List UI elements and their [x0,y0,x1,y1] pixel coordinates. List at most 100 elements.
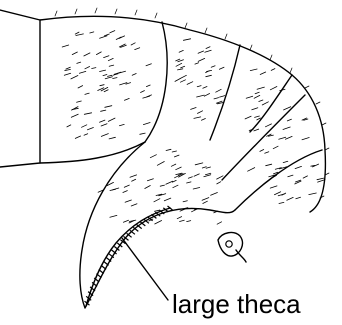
seta-mark [100,120,105,122]
seta-mark [113,78,117,79]
seta-mark [178,69,183,70]
seta-mark [254,95,260,98]
seta-mark [179,50,183,52]
seta-mark [110,215,117,217]
seta-mark [141,91,145,93]
seta-mark [259,100,263,102]
seta-mark [271,69,275,71]
seta-mark [146,64,151,66]
seta-mark [254,129,259,131]
segment-1-outline [0,10,40,167]
seta-mark [103,75,107,76]
seta-mark [217,222,222,224]
seta-mark [77,62,81,63]
seta-mark [79,71,85,73]
seta-mark [219,67,224,69]
seta-mark [204,94,209,97]
seta-mark [245,116,251,119]
seta-mark [181,66,185,68]
seta-mark [72,52,77,55]
seta-mark [177,217,181,219]
seta-mark [100,70,106,71]
seta-mark [183,201,187,202]
seta-mark [105,106,112,108]
seta-mark [147,179,153,181]
seta-mark [75,32,79,34]
seta-mark [105,77,112,79]
seta-mark [194,174,199,176]
seta-mark [166,149,171,150]
seta-mark [188,177,192,178]
seta-mark [175,79,180,82]
seta-mark [202,198,209,201]
seta-mark [125,200,131,202]
seta-mark [303,176,307,178]
seta-mark [273,146,278,149]
seta-mark [154,199,160,202]
seta-mark [166,181,173,184]
seta-mark [214,98,219,99]
seta-mark [64,73,70,75]
seta-mark [220,96,225,98]
seta-mark [203,87,207,89]
seta-mark [180,220,185,221]
setae-texture [62,31,325,225]
seta-mark [173,185,178,188]
seta-mark [202,167,206,168]
seta-mark [274,192,280,195]
seta-mark [140,133,145,134]
seta-mark [206,167,210,168]
seta-mark [206,47,210,49]
seta-mark [132,74,136,76]
seta-mark [217,182,221,184]
seta-mark [198,111,203,114]
seta-mark [145,186,151,189]
seta-mark [279,137,286,139]
seta-mark [206,75,212,76]
segment-boundary-4 [250,75,292,132]
seta-mark [288,175,293,177]
seta-mark [157,162,164,166]
label-leader-line [122,238,168,300]
seta-mark [160,185,164,186]
seta-mark [204,175,211,177]
seta-mark [124,185,129,187]
hair-mark [75,9,77,14]
seta-mark [84,134,88,136]
segment-boundary-2 [145,22,167,142]
seta-mark [71,76,78,79]
seta-mark [248,168,255,172]
seta-mark [135,48,140,50]
hair-mark [95,8,97,13]
seta-mark [287,197,293,200]
seta-mark [78,86,83,88]
seta-mark [283,127,290,130]
seta-mark [155,221,162,225]
label-large-theca: large theca [172,289,301,319]
seta-mark [67,125,71,127]
seta-mark [265,124,271,127]
seta-mark [131,204,137,206]
seta-mark [108,75,112,76]
seta-mark [270,186,277,188]
seta-mark [183,39,190,41]
seta-mark [132,179,136,181]
seta-mark [285,136,292,139]
seta-mark [302,138,309,140]
seta-mark [77,101,82,102]
seta-mark [101,134,108,137]
seta-mark [164,198,171,201]
seta-mark [197,95,205,97]
seta-mark [270,87,277,90]
marginal-hairs [55,8,329,198]
seta-mark [255,116,260,117]
seta-mark [198,51,204,53]
seta-mark [217,176,223,179]
seta-mark [178,60,184,62]
seta-mark [255,92,259,94]
seta-mark [82,125,87,128]
seta-mark [260,72,266,75]
seta-mark [75,136,80,138]
seta-mark [187,82,193,85]
